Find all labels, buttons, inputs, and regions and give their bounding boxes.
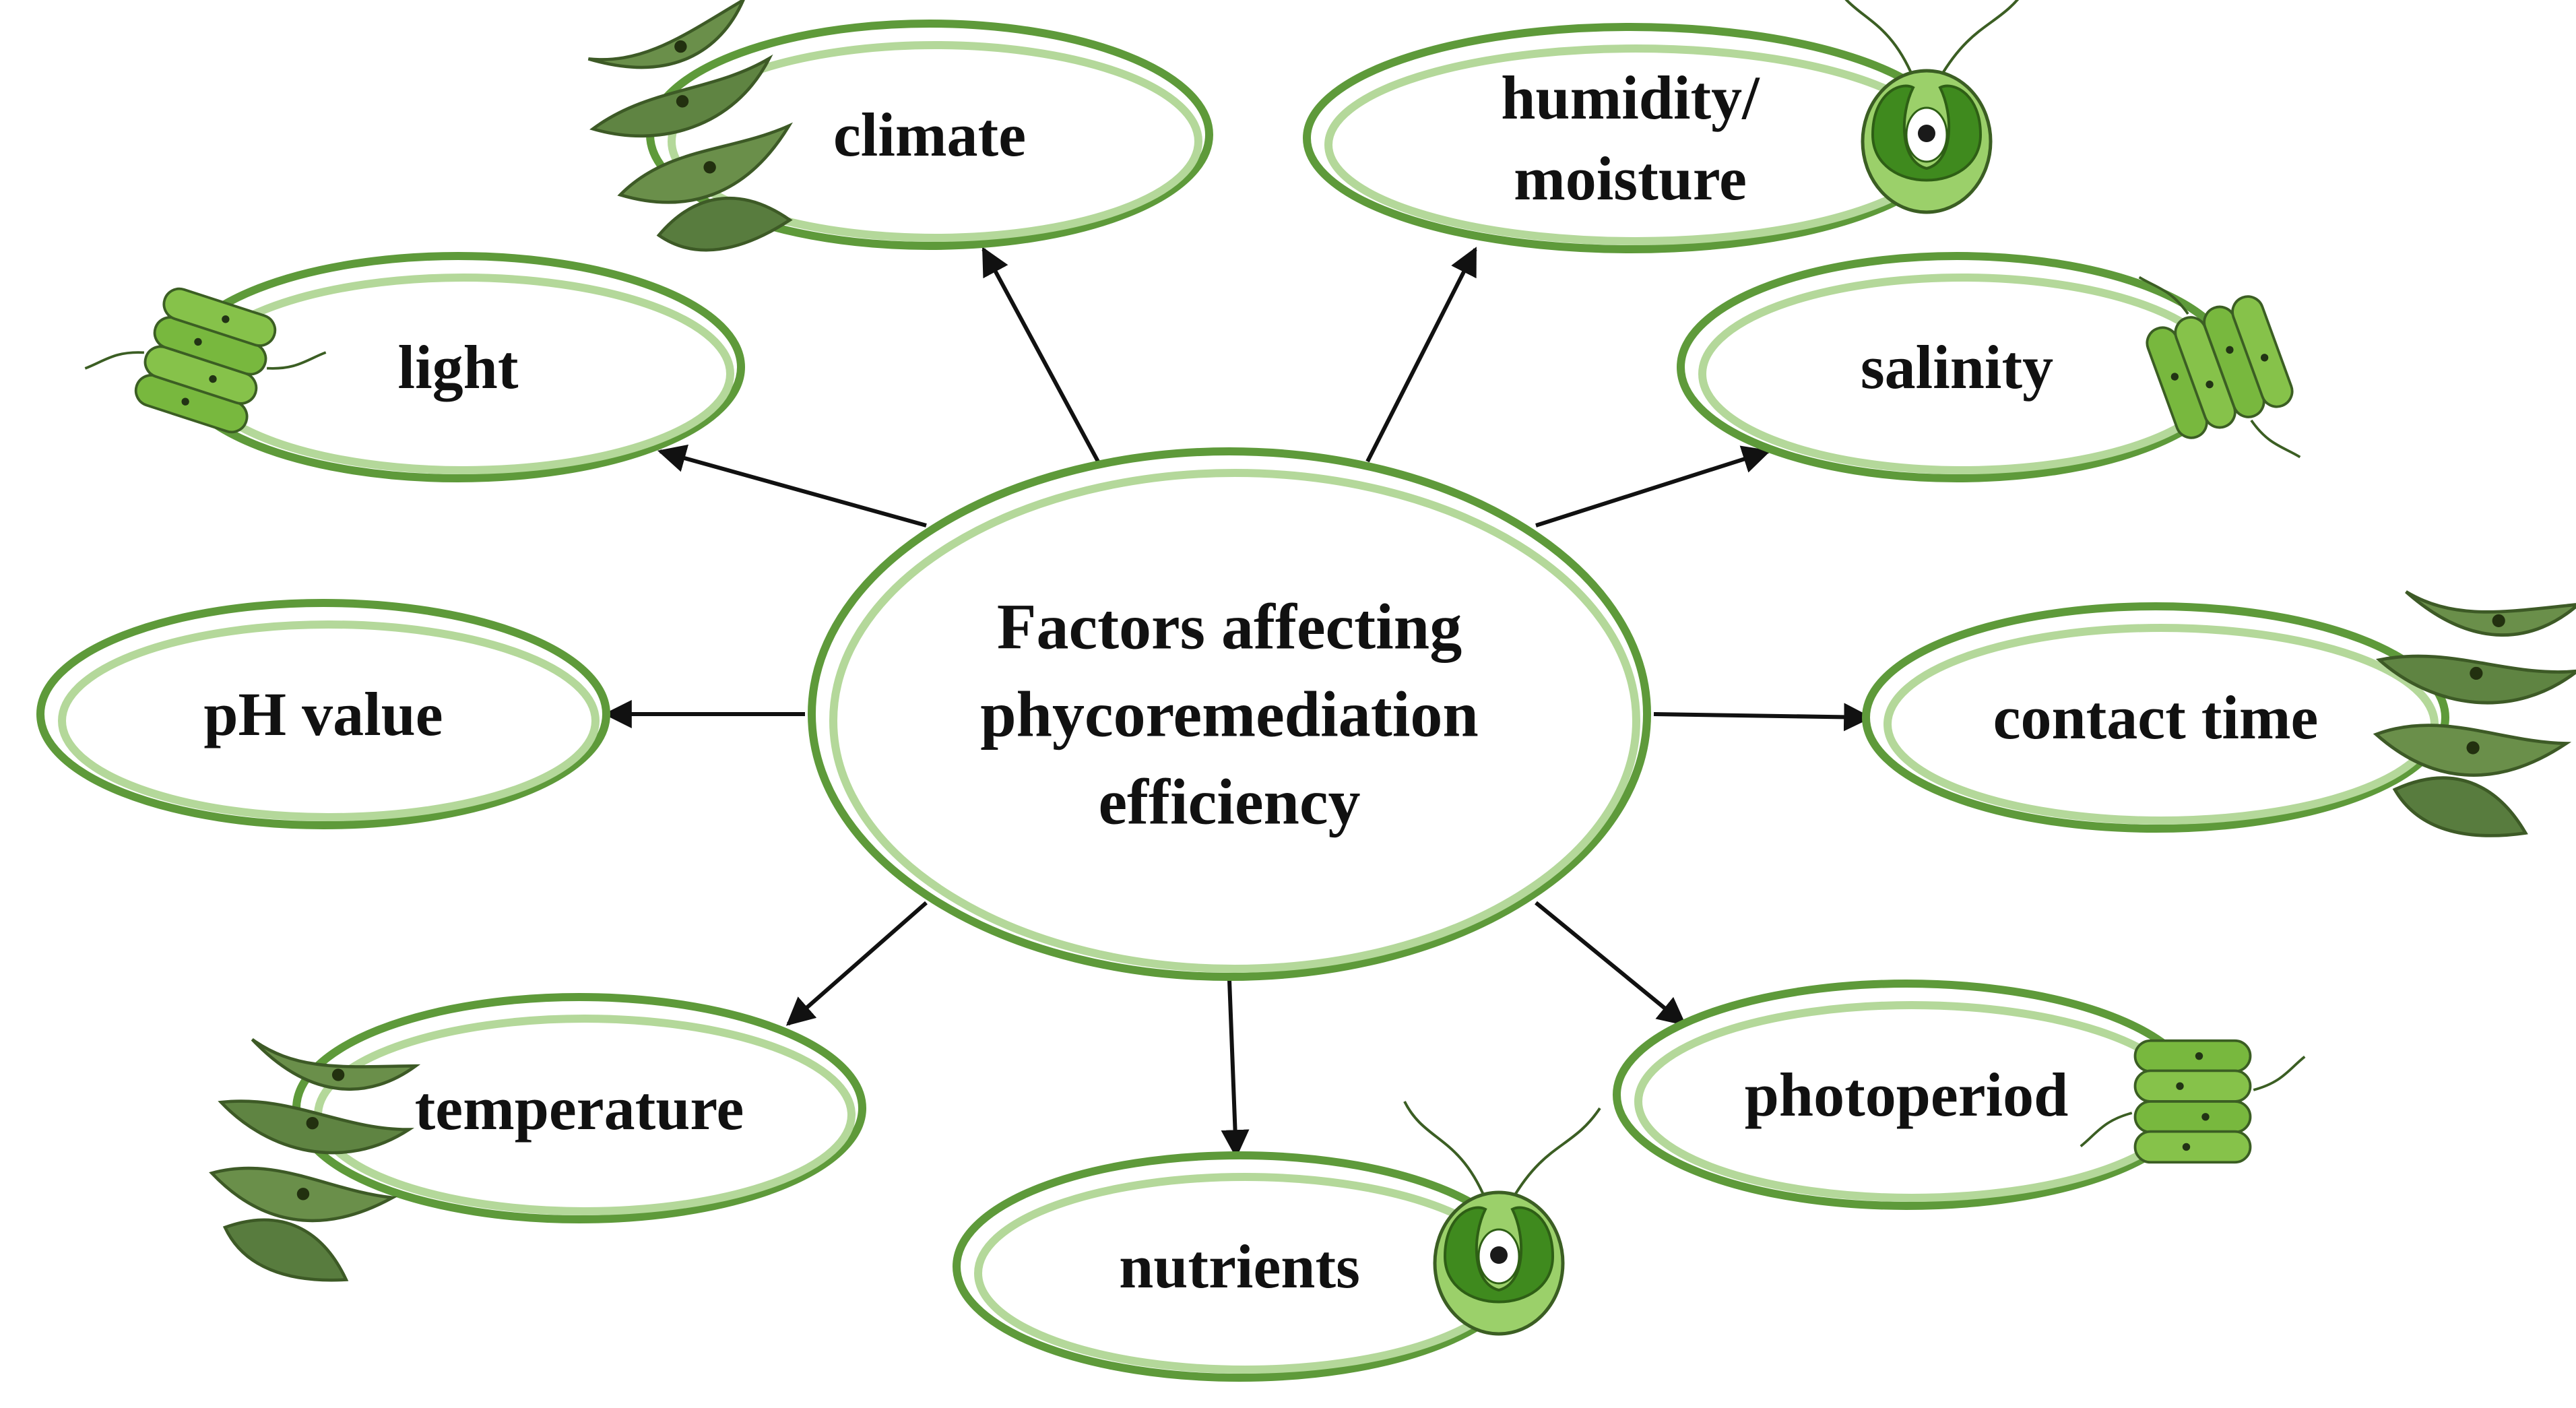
label-temperature: temperature [415,1074,744,1143]
label-light: light [398,333,519,402]
label-nutrients: nutrients [1119,1232,1360,1301]
arrow-to-climate [981,247,1100,463]
label-contact-time: contact time [1993,683,2319,752]
central-label-line-2: phycoremediation [980,678,1479,750]
arrow-to-light [657,444,927,527]
arrow-to-contact-time [1653,703,1873,732]
label-ph: pH value [203,680,443,748]
labels: Factors affecting phycoremediation efficie… [203,63,2318,1301]
central-ellipse [808,447,1651,981]
ellipse-contact-time [1862,602,2449,833]
arrow-to-salinity [1535,445,1772,527]
label-salinity: salinity [1861,333,2053,402]
ellipse-salinity [1677,252,2237,482]
arrow-to-humidity [1365,247,1477,463]
ellipse-ph [36,599,610,829]
label-humidity-line-2: moisture [1514,144,1747,213]
ellipse-climate [646,20,1213,250]
central-label-line-1: Factors affecting [997,591,1462,663]
arrow-to-temperature [785,901,928,1026]
label-humidity-line-1: humidity/ [1501,63,1760,132]
ellipse-light [171,252,745,482]
ellipse-nutrients [953,1151,1526,1382]
arrows [603,247,1873,1159]
factor-ellipses [36,20,2449,1382]
arrow-to-nutrients [1221,980,1250,1159]
ellipse-humidity [1303,23,1958,253]
label-climate: climate [833,100,1026,169]
central-label-line-3: efficiency [1098,766,1360,838]
label-photoperiod: photoperiod [1745,1060,2069,1129]
arrow-to-photoperiod [1535,901,1687,1026]
